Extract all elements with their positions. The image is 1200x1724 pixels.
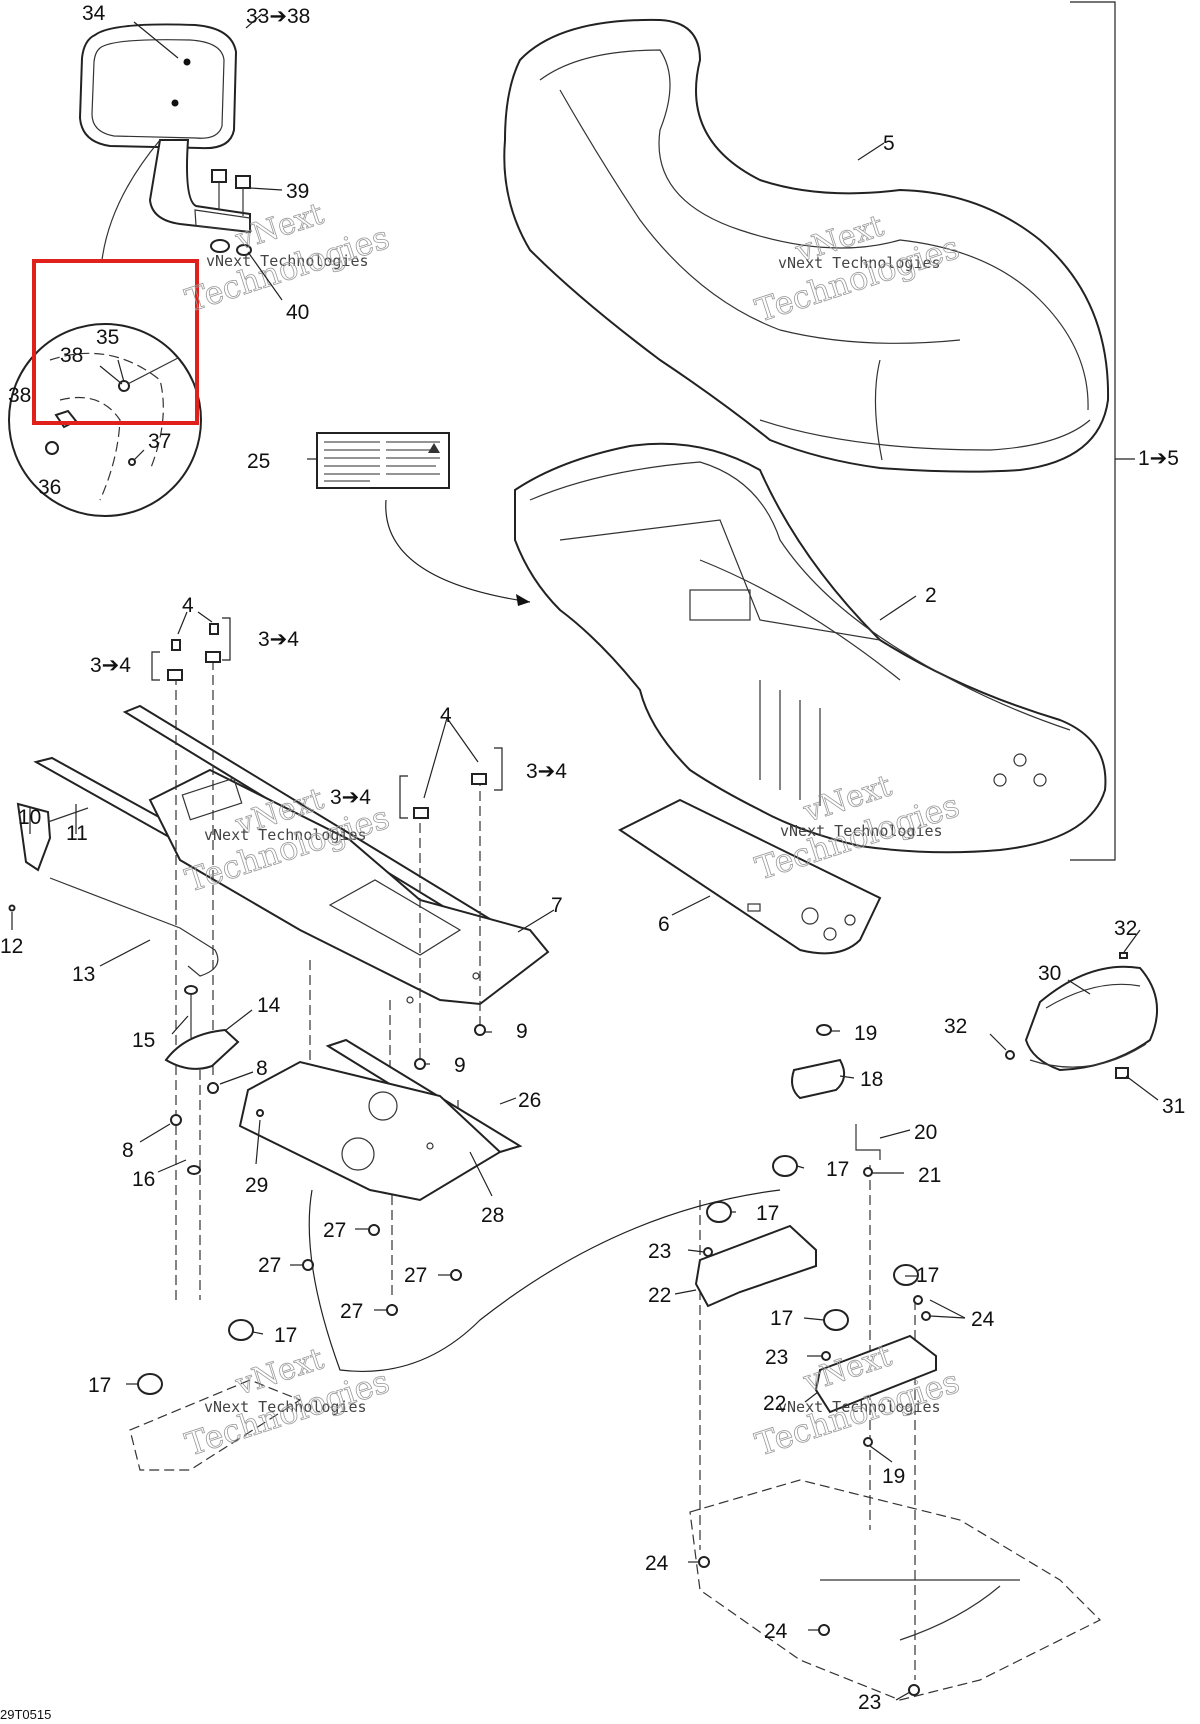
svg-text:vNext Technologies: vNext Technologies (206, 252, 369, 270)
callout-11: 11 (66, 822, 88, 845)
callout-21: 21 (918, 1164, 941, 1187)
callout-17-e: 17 (274, 1324, 297, 1347)
callout-29: 29 (245, 1174, 268, 1197)
callout-17-f: 17 (88, 1374, 111, 1397)
callout-8-a: 8 (256, 1057, 268, 1080)
callout-38-a: 38 (60, 344, 83, 367)
callout-9-b: 9 (454, 1054, 466, 1077)
callout-17-d: 17 (770, 1307, 793, 1330)
callout-4-a: 4 (182, 594, 194, 617)
warning-label-part (316, 432, 450, 489)
callout-39: 39 (286, 180, 309, 203)
callout-4-b: 4 (440, 704, 452, 727)
callout-9-a: 9 (516, 1020, 528, 1043)
callout-27-d: 27 (340, 1300, 363, 1323)
callout-37: 37 (148, 430, 171, 453)
callout-8-b: 8 (122, 1139, 134, 1162)
callout-13: 13 (72, 963, 95, 986)
callout-17-b: 17 (756, 1202, 779, 1225)
callout-27-c: 27 (404, 1264, 427, 1287)
figure-code: 29T0515 (0, 1707, 51, 1722)
svg-text:vNext Technologies: vNext Technologies (780, 822, 943, 840)
frame-part (33, 704, 550, 1006)
callout-24-b: 24 (645, 1552, 669, 1575)
callout-24-a: 24 (971, 1308, 995, 1331)
svg-text:vNext Technologies: vNext Technologies (778, 254, 941, 272)
support-part (164, 985, 240, 1070)
svg-text:vNext Technologies: vNext Technologies (204, 1398, 367, 1416)
seat-part (503, 18, 1110, 473)
callout-12: 12 (0, 935, 23, 958)
callout-6: 6 (658, 913, 670, 936)
callout-10: 10 (18, 806, 41, 829)
callout-1-5: 1➔5 (1138, 447, 1179, 470)
callout-38-b: 38 (8, 384, 31, 407)
callout-7: 7 (551, 894, 563, 917)
callout-19-b: 19 (882, 1465, 905, 1488)
callout-3-4-c: 3➔4 (526, 760, 567, 783)
bolt-set-39-40 (210, 169, 252, 256)
callout-27-a: 27 (323, 1219, 346, 1242)
callout-32-b: 32 (944, 1015, 967, 1038)
callout-28: 28 (481, 1204, 504, 1227)
callout-17-c: 17 (916, 1264, 939, 1287)
callout-16: 16 (132, 1168, 155, 1191)
callout-23-c: 23 (858, 1691, 881, 1714)
callout-22-a: 22 (648, 1284, 671, 1307)
callout-23-b: 23 (765, 1346, 788, 1369)
callout-27-b: 27 (258, 1254, 281, 1277)
latch-part (8, 802, 219, 977)
callout-33-38: 33➔38 (246, 5, 310, 28)
callout-17-a: 17 (826, 1158, 849, 1181)
callout-2: 2 (925, 584, 937, 607)
pad-part (618, 798, 882, 955)
callout-3-4-d: 3➔4 (330, 786, 371, 809)
svg-text:vNext Technologies: vNext Technologies (204, 826, 367, 844)
callout-20: 20 (914, 1121, 937, 1144)
callout-30: 30 (1038, 962, 1061, 985)
panel-part (1005, 952, 1159, 1079)
callout-35: 35 (96, 326, 119, 349)
callout-32-a: 32 (1114, 917, 1137, 940)
callout-25: 25 (247, 450, 270, 473)
svg-text:vNext Technologies: vNext Technologies (778, 1398, 941, 1416)
callout-3-4-a: 3➔4 (258, 628, 299, 651)
callout-22-b: 22 (763, 1392, 786, 1415)
callout-26: 26 (518, 1089, 541, 1112)
callout-18: 18 (860, 1068, 883, 1091)
callout-19-a: 19 (854, 1022, 877, 1045)
callout-36: 36 (38, 476, 61, 499)
callout-3-4-b: 3➔4 (90, 654, 131, 677)
backrest-part (78, 23, 251, 261)
callout-24-c: 24 (764, 1620, 788, 1643)
callout-40: 40 (286, 301, 309, 324)
callout-15: 15 (132, 1029, 155, 1052)
leader-lines (11, 13, 1159, 1701)
clip-nuts (167, 623, 487, 819)
callout-23-a: 23 (648, 1240, 671, 1263)
tray-part (238, 1038, 523, 1202)
callout-14: 14 (257, 994, 281, 1017)
callout-34: 34 (82, 2, 106, 25)
small-fasteners (170, 1024, 486, 1316)
highlight-box (32, 259, 199, 425)
callout-5: 5 (883, 132, 895, 155)
rear-support-assembly (129, 1024, 1102, 1701)
callout-31: 31 (1162, 1095, 1185, 1118)
seat-base-part (514, 442, 1107, 854)
